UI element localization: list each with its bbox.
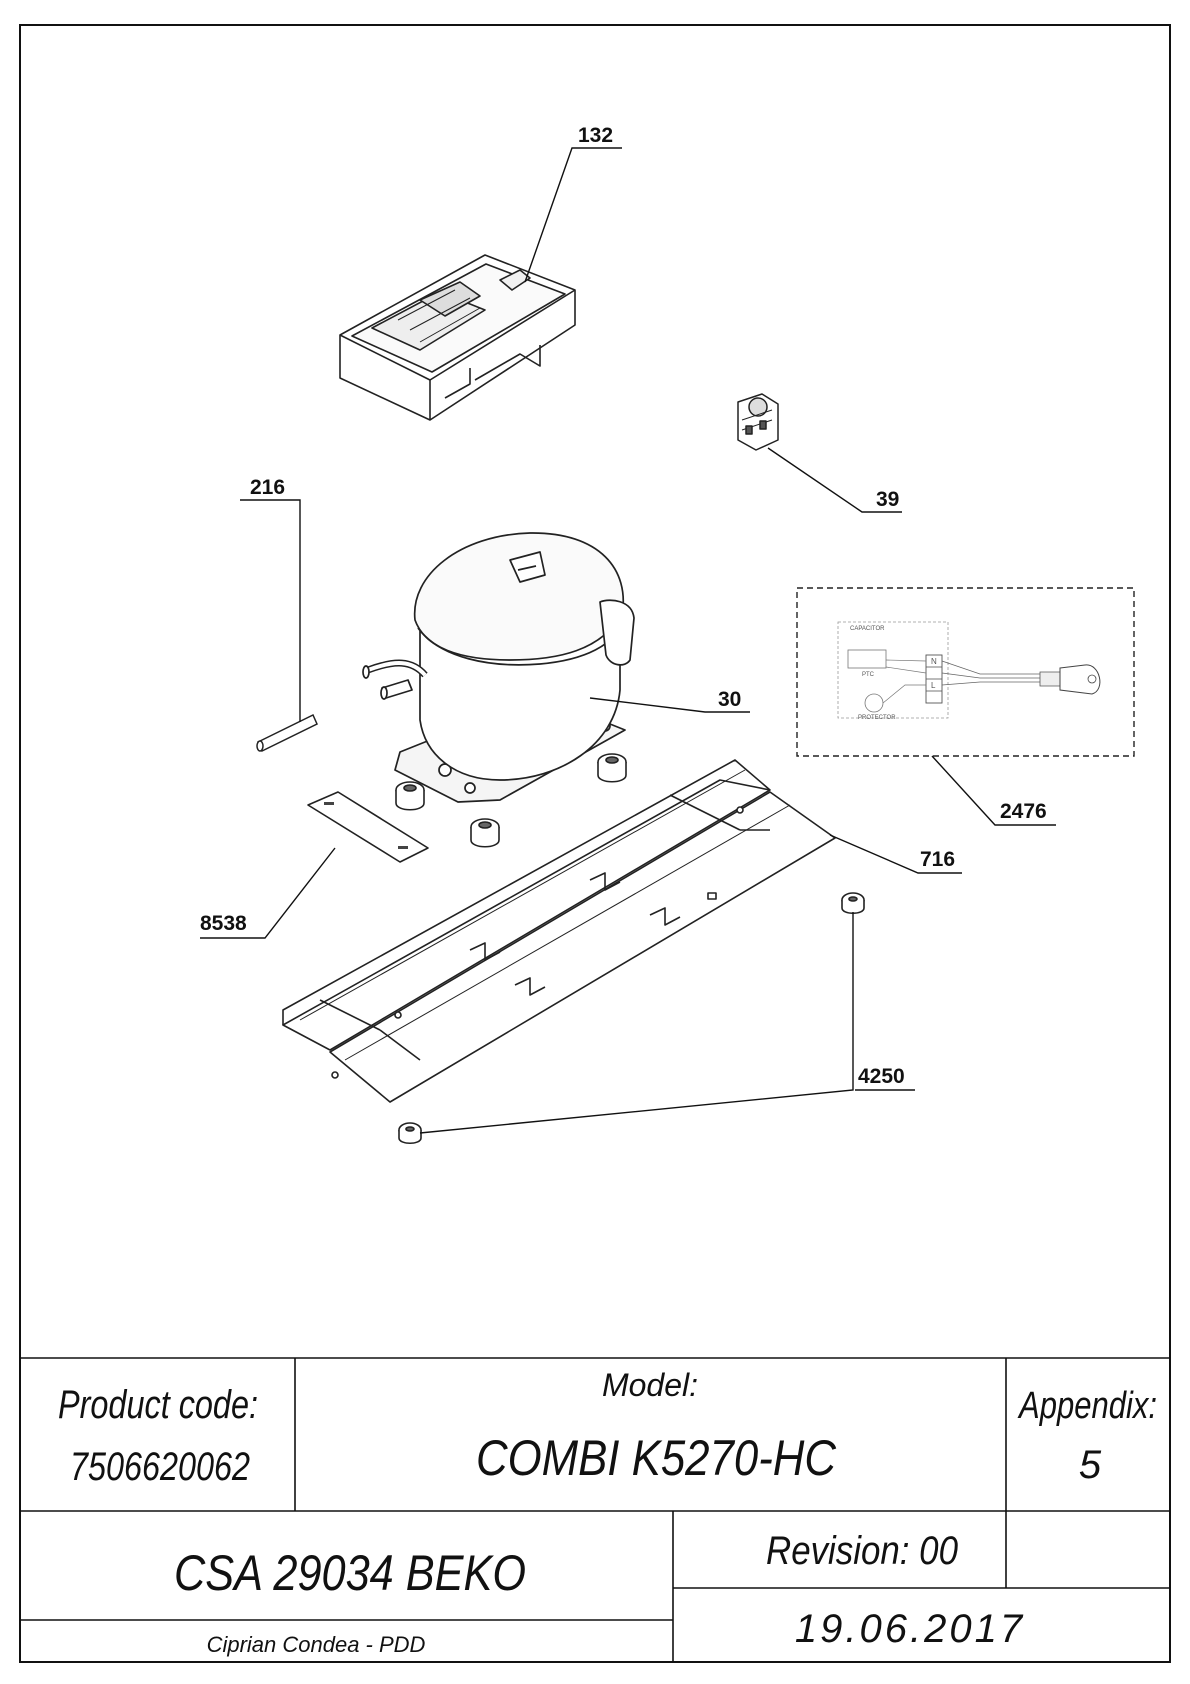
model-value: COMBI K5270-HC	[476, 1430, 837, 1486]
document-number: CSA 29034 BEKO	[174, 1545, 526, 1601]
appendix-label: Appendix:	[1017, 1385, 1157, 1427]
revision: Revision: 00	[766, 1529, 958, 1573]
product-code-value: 7506620062	[70, 1445, 250, 1489]
wiring-ptc-label: PTC	[862, 672, 875, 678]
part-132-cover-box	[339, 254, 576, 421]
leader-4250	[419, 912, 915, 1134]
part-2476-wiring: CAPACITOR PTC PROTECTOR N L	[796, 587, 1135, 757]
part-216-pin	[256, 713, 318, 753]
callout-labels: 132 39 216 30 2476 716 8538 4250	[200, 124, 1047, 1088]
grommets	[395, 753, 627, 848]
part-716-base-rails	[282, 759, 836, 1103]
callout-39: 39	[876, 488, 899, 511]
callout-8538: 8538	[200, 912, 247, 935]
callout-4250: 4250	[858, 1065, 905, 1088]
grommet-2	[395, 781, 425, 811]
appendix-value: 5	[1079, 1443, 1102, 1487]
leader-716	[829, 834, 962, 874]
part-30-compressor	[362, 532, 635, 803]
model-label: Model:	[602, 1367, 698, 1403]
leader-8538	[200, 847, 336, 939]
callout-716: 716	[920, 848, 955, 871]
grommet-1	[597, 753, 627, 783]
title-block	[20, 1357, 1170, 1662]
callout-30: 30	[718, 688, 741, 711]
wiring-inner-box	[837, 621, 949, 719]
sheet-border	[19, 24, 1171, 1663]
wiring-terminal-n: N	[931, 657, 937, 666]
wiring-dashed-box	[796, 587, 1135, 757]
callout-216: 216	[250, 476, 285, 499]
part-4250-feet	[398, 892, 865, 1145]
title-block-text: Product code: 7506620062 Model: COMBI K5…	[58, 1367, 1157, 1657]
wiring-capacitor-label: CAPACITOR	[850, 626, 885, 632]
foot-1	[841, 892, 865, 915]
leader-216	[240, 499, 301, 722]
leader-132	[524, 147, 622, 283]
part-39-relay	[737, 393, 779, 451]
leader-39	[767, 447, 902, 513]
callout-leaders	[200, 147, 1056, 1134]
leader-30	[589, 697, 750, 713]
grommet-3	[470, 818, 500, 848]
callout-132: 132	[578, 124, 613, 147]
wiring-protector-label: PROTECTOR	[858, 715, 896, 721]
wiring-terminal-l: L	[931, 681, 936, 690]
leader-2476	[931, 755, 1056, 826]
foot-2	[398, 1122, 422, 1145]
author: Ciprian Condea - PDD	[207, 1632, 426, 1657]
date: 19.06.2017	[795, 1607, 1025, 1651]
callout-2476: 2476	[1000, 800, 1047, 823]
product-code-label: Product code:	[58, 1383, 258, 1427]
part-8538-strap	[307, 791, 429, 863]
